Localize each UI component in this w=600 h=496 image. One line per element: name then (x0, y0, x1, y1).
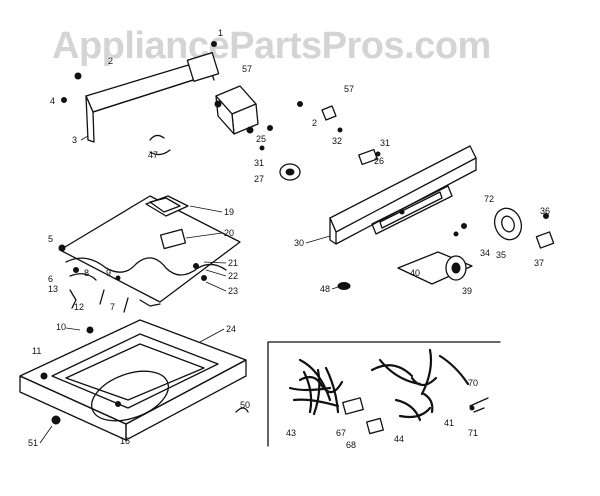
timer-switch-assembly (214, 85, 259, 135)
part-label: 2 (312, 118, 317, 128)
part-label: 31 (380, 138, 390, 148)
control-panel (329, 145, 477, 245)
part-label: 23 (228, 286, 238, 296)
part-label: 47 (148, 150, 158, 160)
selector-switch (279, 148, 381, 181)
part-label: 36 (540, 206, 550, 216)
part-label: 27 (254, 174, 264, 184)
part-label: 40 (410, 268, 420, 278)
washer-top-frame (19, 319, 249, 441)
part-label: 71 (468, 428, 478, 438)
part-number-labels: 2 1 4 3 47 57 57 2 25 32 31 31 27 26 19 … (28, 28, 550, 450)
control-knobs (337, 207, 555, 290)
part-label: 44 (394, 434, 404, 444)
part-label: 31 (254, 158, 264, 168)
part-label: 2 (108, 56, 113, 66)
part-label: 19 (224, 207, 234, 217)
part-label: 37 (534, 258, 544, 268)
wiring-harness-box (267, 341, 501, 447)
part-label: 32 (332, 136, 342, 146)
part-label: 16 (120, 436, 130, 446)
part-label: 30 (294, 238, 304, 248)
part-label: 10 (56, 322, 66, 332)
part-label: 48 (320, 284, 330, 294)
part-label: 26 (374, 156, 384, 166)
top-cover-assembly (58, 195, 241, 313)
part-label: 8 (84, 268, 89, 278)
hardware-parts (149, 101, 343, 156)
watermark-text: AppliancePartsPros.com (52, 25, 491, 67)
part-label: 12 (74, 302, 84, 312)
part-label: 25 (256, 134, 266, 144)
part-label: 41 (444, 418, 454, 428)
part-label: 67 (336, 428, 346, 438)
part-label: 24 (226, 324, 236, 334)
part-label: 51 (28, 438, 38, 448)
part-label: 57 (344, 84, 354, 94)
part-label: 68 (346, 440, 356, 450)
part-label: 50 (240, 400, 250, 410)
part-label: 20 (224, 228, 234, 238)
part-label: 11 (32, 346, 41, 356)
part-label: 39 (462, 286, 472, 296)
part-label: 72 (484, 194, 494, 204)
part-label: 21 (228, 258, 238, 268)
part-label: 70 (468, 378, 478, 388)
console-back-panel (61, 41, 220, 143)
leader-lines (39, 135, 339, 444)
part-label: 1 (218, 28, 223, 38)
part-label: 3 (72, 135, 77, 145)
part-label: 34 (480, 248, 490, 258)
part-label: 13 (48, 284, 58, 294)
part-label: 4 (50, 96, 55, 106)
part-label: 43 (286, 428, 296, 438)
part-label: 57 (242, 64, 252, 74)
part-label: 35 (496, 250, 506, 260)
part-label: 7 (110, 302, 115, 312)
part-label: 22 (228, 271, 238, 281)
part-label: 6 (48, 274, 53, 284)
water-level-control (397, 251, 473, 285)
part-label: 9 (106, 268, 111, 278)
part-label: 5 (48, 234, 53, 244)
